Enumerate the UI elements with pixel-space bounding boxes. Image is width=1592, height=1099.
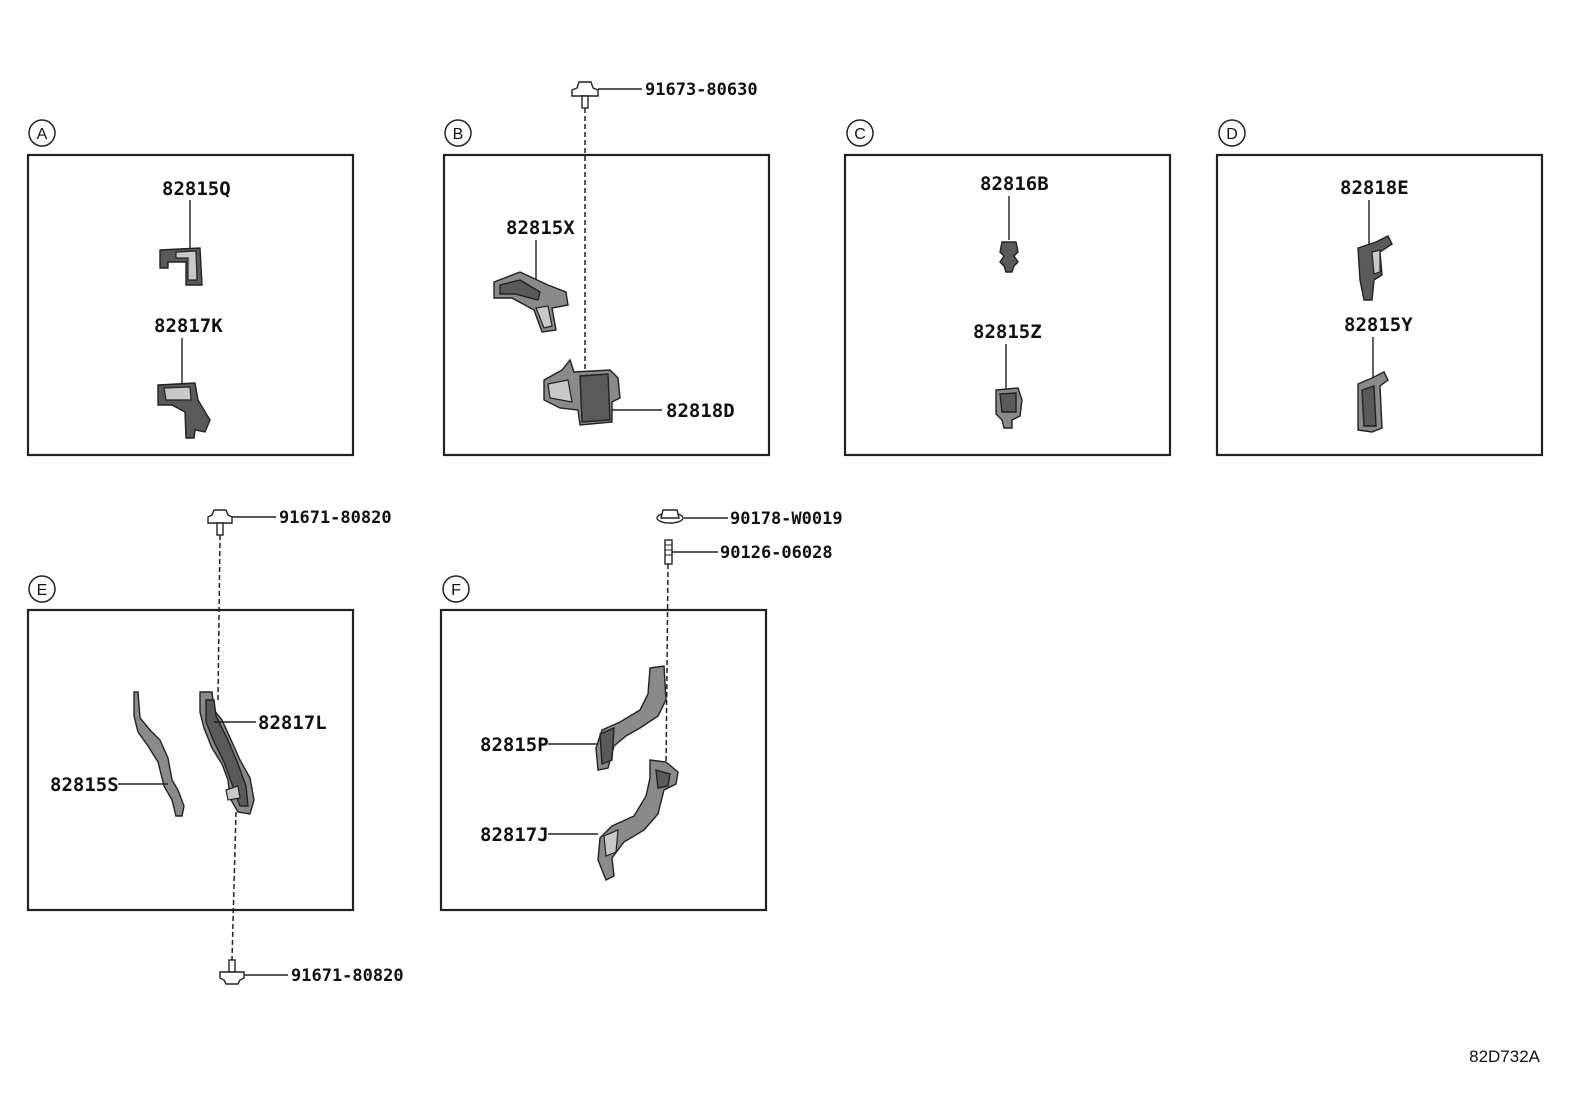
section-f-letter: F bbox=[451, 582, 461, 599]
section-b: B 91673-80630 82815X 82818D bbox=[442, 80, 771, 457]
section-c-letter: C bbox=[854, 126, 866, 143]
section-c: C 82816B 82815Z bbox=[843, 119, 1172, 457]
part-label-82815z[interactable]: 82815Z bbox=[973, 321, 1042, 343]
part-82818d-graphic[interactable] bbox=[543, 358, 621, 426]
section-e-marker bbox=[28, 575, 56, 603]
diagram-reference: 82D732A bbox=[1469, 1047, 1541, 1066]
part-label-82815q[interactable]: 82815Q bbox=[162, 178, 231, 200]
section-f: F 90178-W0019 90126-06028 82815P bbox=[439, 509, 843, 912]
assembly-line bbox=[231, 811, 237, 961]
part-label-82817l[interactable]: 82817L bbox=[258, 712, 327, 734]
part-82817k-graphic[interactable] bbox=[157, 382, 211, 439]
part-label-82815y[interactable]: 82815Y bbox=[1344, 314, 1413, 336]
section-f-marker bbox=[442, 575, 470, 603]
part-82815x-graphic[interactable] bbox=[493, 271, 569, 333]
section-e-letter: E bbox=[37, 582, 48, 599]
part-label-82815x[interactable]: 82815X bbox=[506, 217, 575, 239]
section-a: A 82815Q 82817K bbox=[26, 119, 355, 457]
section-a-box bbox=[26, 153, 355, 457]
hw-label-91671-80820-top[interactable]: 91671-80820 bbox=[279, 508, 392, 528]
section-d-letter: D bbox=[1226, 126, 1238, 143]
bolt-icon[interactable] bbox=[571, 81, 599, 109]
hw-label-90178-w0019[interactable]: 90178-W0019 bbox=[730, 509, 843, 529]
nut-icon[interactable] bbox=[656, 509, 684, 524]
section-e: E 91671-80820 82815S 82817L 9 bbox=[26, 508, 404, 986]
section-c-box bbox=[843, 153, 1172, 457]
section-b-letter: B bbox=[453, 126, 464, 143]
section-d: D 82818E 82815Y bbox=[1215, 119, 1544, 457]
section-d-marker bbox=[1218, 119, 1246, 147]
part-label-82817k[interactable]: 82817K bbox=[154, 315, 223, 337]
part-82818e-graphic[interactable] bbox=[1357, 235, 1393, 301]
part-82815q-graphic[interactable] bbox=[159, 247, 203, 286]
part-82815p-graphic[interactable] bbox=[595, 665, 667, 771]
part-82815y-graphic[interactable] bbox=[1357, 371, 1389, 433]
part-82815s-graphic[interactable] bbox=[133, 691, 185, 817]
hw-label-91673-80630[interactable]: 91673-80630 bbox=[645, 80, 758, 100]
part-label-82818d[interactable]: 82818D bbox=[666, 400, 735, 422]
part-label-82818e[interactable]: 82818E bbox=[1340, 177, 1409, 199]
section-e-box bbox=[26, 608, 355, 912]
part-82817j-graphic[interactable] bbox=[597, 759, 679, 881]
assembly-line bbox=[665, 563, 669, 773]
part-82816b-graphic[interactable] bbox=[999, 241, 1019, 273]
part-82817l-graphic[interactable] bbox=[199, 691, 255, 815]
bolt-icon[interactable] bbox=[219, 959, 245, 985]
part-label-82815s[interactable]: 82815S bbox=[50, 774, 119, 796]
hw-label-91671-80820-bottom[interactable]: 91671-80820 bbox=[291, 966, 404, 986]
hw-label-90126-06028[interactable]: 90126-06028 bbox=[720, 543, 833, 563]
section-c-marker bbox=[846, 119, 874, 147]
part-label-82817j[interactable]: 82817J bbox=[480, 824, 549, 846]
stud-icon[interactable] bbox=[664, 539, 673, 565]
section-d-box bbox=[1215, 153, 1544, 457]
part-label-82815p[interactable]: 82815P bbox=[480, 734, 549, 756]
assembly-line bbox=[217, 534, 221, 701]
section-f-box bbox=[439, 608, 768, 912]
section-a-marker bbox=[28, 119, 56, 147]
section-a-letter: A bbox=[37, 126, 48, 143]
bolt-icon[interactable] bbox=[207, 509, 233, 536]
section-b-box bbox=[442, 153, 771, 457]
part-label-82816b[interactable]: 82816B bbox=[980, 173, 1049, 195]
part-82815z-graphic[interactable] bbox=[995, 387, 1023, 429]
section-b-marker bbox=[444, 119, 472, 147]
